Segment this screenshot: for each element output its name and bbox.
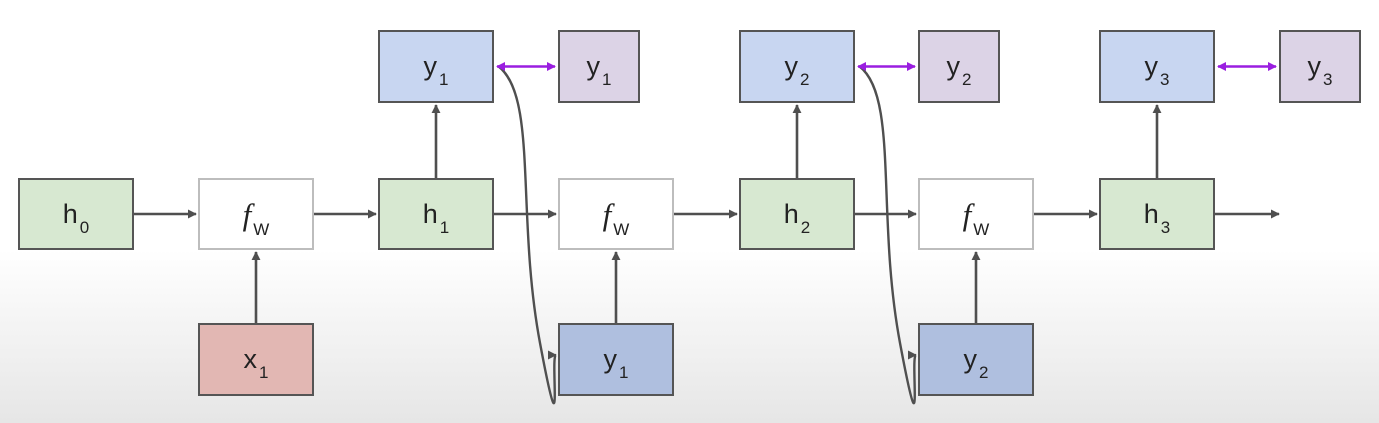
fw2-symbol: f	[602, 196, 612, 232]
h2-subscript: 2	[800, 217, 811, 237]
yhat3-subscript: 3	[1160, 70, 1170, 89]
h2-symbol: h	[783, 198, 799, 229]
yin1-symbol: y	[603, 344, 618, 374]
h3-symbol: h	[1143, 198, 1159, 229]
h0-symbol: h	[62, 198, 78, 229]
yhat1-symbol: y	[423, 51, 438, 81]
yin2-symbol: y	[963, 344, 978, 374]
fw3-symbol: f	[962, 196, 972, 232]
yt3-subscript: 3	[1323, 70, 1333, 89]
h1-subscript: 1	[439, 217, 450, 237]
yhat3-symbol: y	[1144, 51, 1159, 81]
yin1-subscript: 1	[619, 363, 629, 382]
yhat2-symbol: y	[784, 51, 799, 81]
fw3-subscript: W	[973, 219, 990, 239]
x1-subscript: 1	[259, 363, 269, 382]
h1-symbol: h	[422, 198, 438, 229]
x1-symbol: x	[243, 344, 258, 374]
h3-subscript: 3	[1160, 217, 1171, 237]
fw1-subscript: W	[253, 219, 270, 239]
yt2-symbol: y	[946, 51, 961, 81]
yin2-subscript: 2	[979, 363, 989, 382]
yhat2-subscript: 2	[800, 70, 810, 89]
fw1-symbol: f	[242, 196, 252, 232]
yt3-symbol: y	[1307, 51, 1322, 81]
h0-subscript: 0	[79, 217, 90, 237]
yt2-subscript: 2	[962, 70, 972, 89]
edge-yhat2-to-yin2	[858, 65, 918, 405]
fw2-subscript: W	[613, 219, 630, 239]
edge-yhat1-to-yin1	[497, 65, 558, 405]
yt1-symbol: y	[586, 51, 601, 81]
yhat1-subscript: 1	[439, 70, 449, 89]
yt1-subscript: 1	[602, 70, 612, 89]
